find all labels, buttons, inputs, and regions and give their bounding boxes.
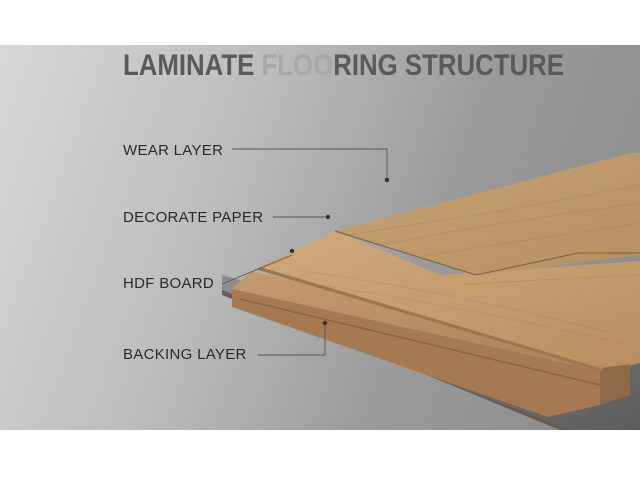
diagram-title: LAMINATE FLOORING STRUCTURE (123, 49, 564, 83)
label-wear-layer: WEAR LAYER (123, 142, 224, 159)
wear-layer-outline (334, 230, 640, 276)
label-decorate-paper: DECORATE PAPER (123, 209, 264, 226)
wear-layer-shape (335, 153, 640, 275)
flooring-layers-illustration (221, 148, 640, 430)
title-part-1: LAMINATE (123, 49, 262, 82)
decorate-paper-edge (258, 267, 600, 371)
hdf-board-side (232, 289, 600, 417)
wood-grain (299, 184, 640, 346)
title-part-2: FLOO (261, 49, 334, 82)
decorate-paper-shape (260, 231, 640, 368)
title-part-3: RING STRUCTURE (333, 49, 564, 82)
diagram-panel: LAMINATE FLOORING STRUCTURE WEAR LAYER D… (0, 45, 640, 430)
hdf-groove (239, 298, 601, 386)
label-hdf-board: HDF BOARD (123, 275, 215, 292)
label-backing-layer: BACKING LAYER (123, 346, 247, 363)
leader-lines (221, 148, 388, 356)
leader-dots (289, 177, 390, 326)
